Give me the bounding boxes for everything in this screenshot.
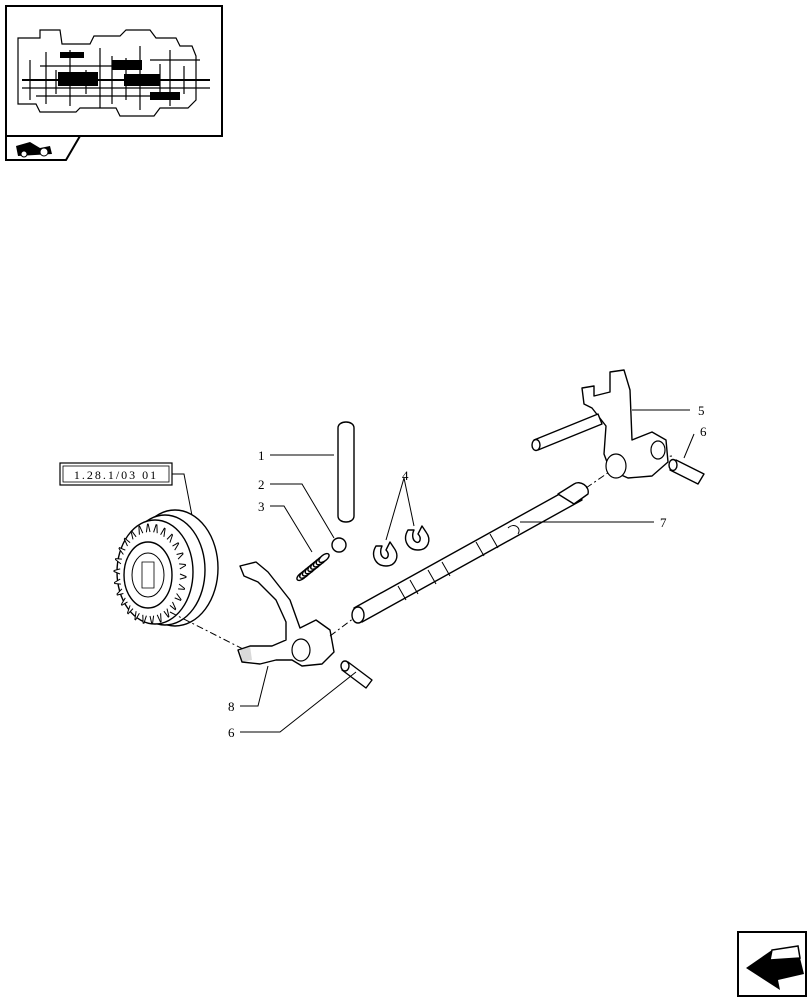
roll-pin-6-left: [340, 660, 373, 689]
detent-ball-2: [331, 537, 347, 553]
callout-6-left: 6: [228, 725, 236, 740]
circlip-4b: [404, 525, 430, 551]
reference-box[interactable]: 1.28.1/03 01: [59, 462, 173, 486]
callout-4: 4: [402, 468, 410, 483]
transmission-thumbnail-icon[interactable]: [5, 5, 223, 137]
detent-spring-3: [296, 552, 330, 582]
callout-1: 1: [258, 448, 266, 463]
roll-pin-6-right: [668, 458, 705, 485]
tractor-section-icon[interactable]: [5, 135, 82, 161]
previous-page-arrow-icon[interactable]: [737, 931, 807, 997]
rod-pin-1: [337, 421, 355, 523]
gear-sleeve: [113, 509, 219, 627]
callout-5: 5: [698, 403, 706, 418]
reference-code: 1.28.1/03 01: [74, 468, 158, 482]
shift-rod-7: [351, 482, 589, 624]
callout-3: 3: [258, 499, 266, 514]
circlip-4a: [372, 541, 398, 567]
callout-8: 8: [228, 699, 236, 714]
shift-fork-8: [237, 561, 335, 667]
callout-7: 7: [660, 515, 668, 530]
callout-6-right: 6: [700, 424, 708, 439]
shift-fork-5: [531, 369, 669, 479]
callout-2: 2: [258, 477, 266, 492]
